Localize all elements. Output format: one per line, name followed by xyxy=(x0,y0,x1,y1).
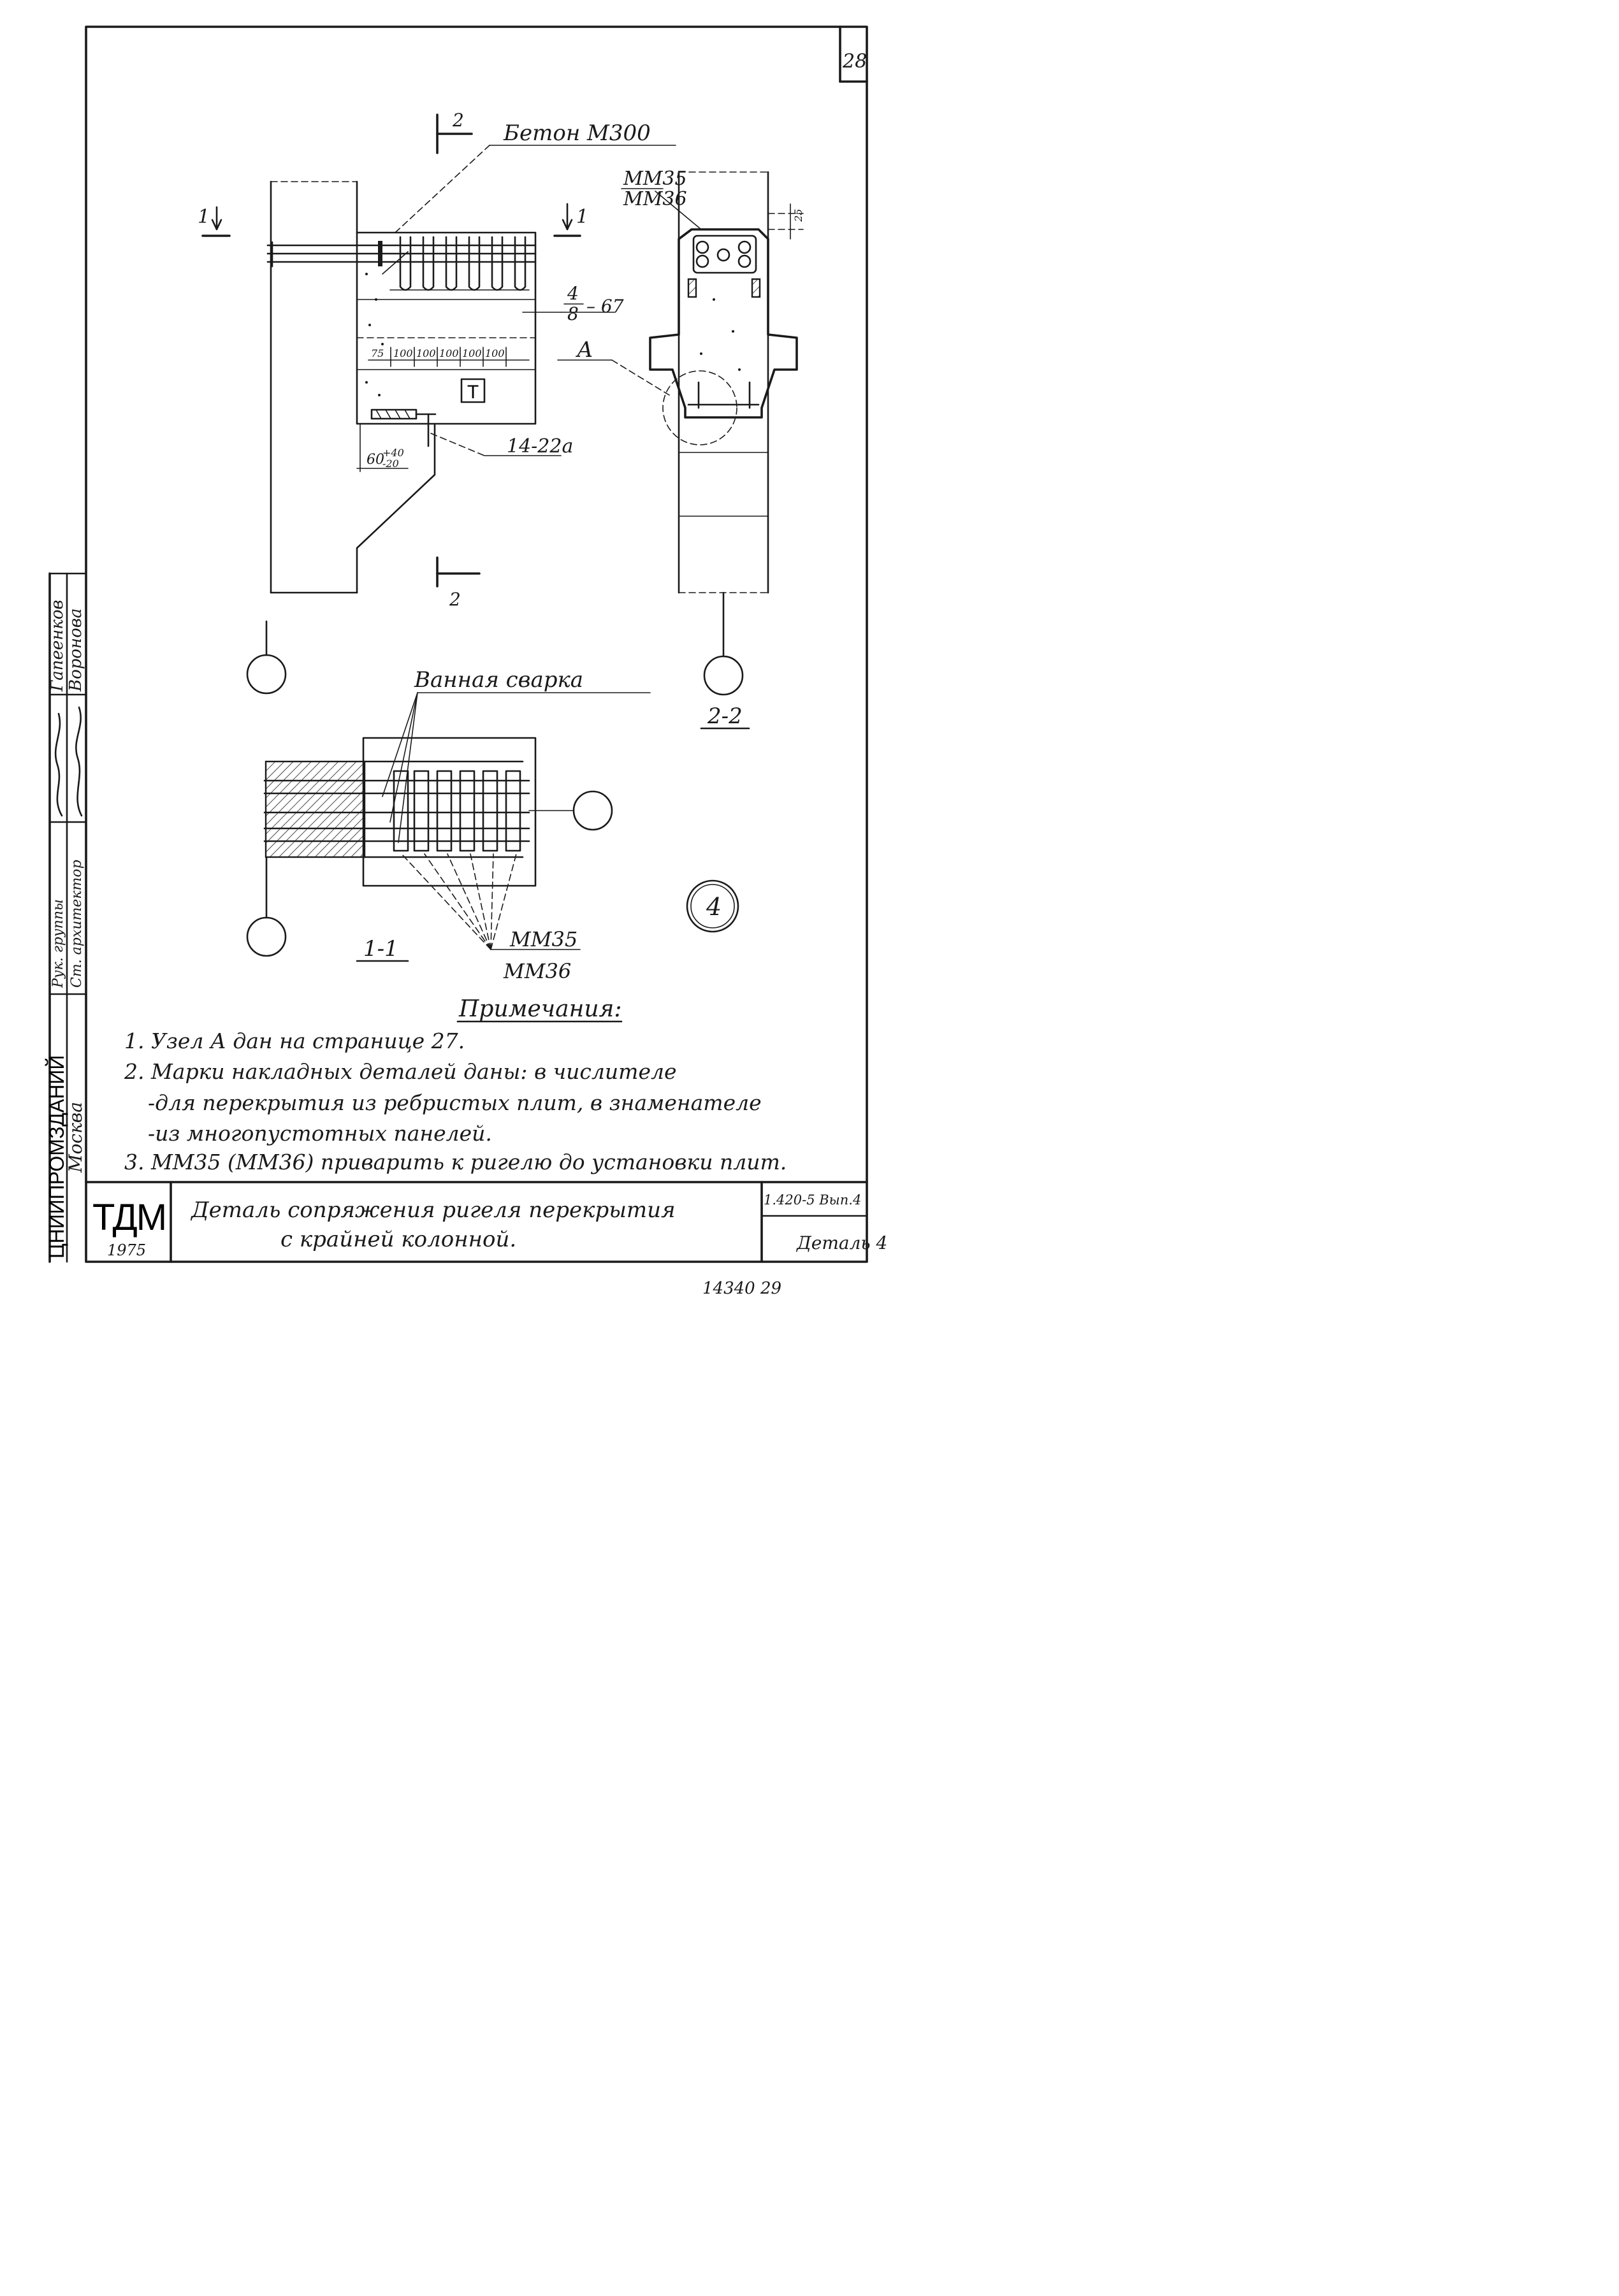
note-2-cont: -для перекрытия из ребристых плит, в зна… xyxy=(148,1090,762,1115)
city-vertical: Москва xyxy=(65,1102,86,1173)
section-1-1-label: 1-1 xyxy=(363,936,398,962)
note-2-cont-2: -из многопустотных панелей. xyxy=(148,1121,492,1146)
dim-3: 100 xyxy=(416,347,436,359)
detail-label: Деталь 4 xyxy=(795,1232,887,1253)
dim-2: 100 xyxy=(393,347,413,359)
section-1-1-view xyxy=(246,692,651,957)
dim-25: 25 xyxy=(792,209,804,222)
dim-5: 100 xyxy=(462,347,482,359)
marks-label-top-bottom: ММ35 xyxy=(509,927,577,951)
stamp-role-2: Ст. архитектор xyxy=(69,860,85,988)
dim-6: 100 xyxy=(485,347,505,359)
gap-minus: -20 xyxy=(382,458,399,470)
note-2: 2. Марки накладных деталей даны: в числи… xyxy=(124,1059,677,1084)
ratio-denominator: 8 xyxy=(567,303,579,324)
dim-4: 100 xyxy=(439,347,459,359)
cut-left-label: 1 xyxy=(198,206,210,228)
page-number: 28 xyxy=(842,50,867,73)
cut-top-label: 2 xyxy=(452,110,464,131)
year: 1975 xyxy=(107,1241,146,1259)
section-2-2-label: 2-2 xyxy=(707,704,743,729)
notes-heading: Примечания: xyxy=(458,996,622,1022)
left-stamp-strip xyxy=(48,572,87,1263)
marks-label-top-right: ММ35 xyxy=(623,168,687,190)
axis-marker-elevation xyxy=(246,620,287,695)
sheet-frame xyxy=(85,25,868,1263)
ratio-suffix: – 67 xyxy=(586,296,624,317)
cut-marker-left xyxy=(201,206,231,237)
cut-marker-bottom xyxy=(436,556,481,588)
document-code: 1.420-5 Вып.4 xyxy=(764,1192,861,1208)
title-line-1: Деталь сопряжения ригеля перекрытия xyxy=(190,1197,676,1223)
signature-2 xyxy=(75,706,83,817)
stamp-role-1: Рук. группы xyxy=(50,899,66,988)
cut-marker-top xyxy=(436,113,473,154)
note-3: 3. ММ35 (ММ36) приварить к ригелю до уст… xyxy=(124,1150,787,1174)
detail-number-circle xyxy=(686,879,739,933)
marks-label-bottom-right: ММ36 xyxy=(623,188,687,210)
ratio-numerator: 4 xyxy=(567,283,579,304)
weld-mark-label: 14-22а xyxy=(507,435,573,458)
gap-base: 60 xyxy=(367,452,384,468)
concrete-label: Бетон М300 xyxy=(503,120,651,146)
cut-right-label: 1 xyxy=(576,206,588,228)
stamp-name-1: Гапеенков xyxy=(48,600,67,692)
note-1: 1. Узел А дан на странице 27. xyxy=(124,1029,465,1053)
footer-numbers: 14340 29 xyxy=(702,1279,781,1298)
elevation-view xyxy=(266,145,676,594)
bath-weld-label: Ванная сварка xyxy=(414,667,583,693)
node-label: А xyxy=(576,337,593,363)
marks-label-bottom-bottom: ММ36 xyxy=(503,959,571,983)
title-line-2: с крайней колонной. xyxy=(280,1227,516,1252)
technical-drawing-sheet: 28 Гапеенков Воронова Рук. группы Ст. ар… xyxy=(45,25,887,1298)
org-vertical: ЦНИИПРОМЗДАНИЙ xyxy=(45,1055,68,1259)
cut-bottom-label: 2 xyxy=(449,589,461,610)
section-2-2-view xyxy=(557,171,804,696)
gap-plus: +40 xyxy=(382,447,404,459)
title-block xyxy=(85,1181,868,1263)
stamp-name-2: Воронова xyxy=(66,609,85,692)
org-logo: ТДМ xyxy=(92,1197,166,1238)
beam-letter: Т xyxy=(467,382,479,403)
dim-1: 75 xyxy=(371,347,384,359)
detail-number: 4 xyxy=(706,893,722,921)
cut-marker-right xyxy=(553,203,581,237)
signature-1 xyxy=(54,712,63,817)
